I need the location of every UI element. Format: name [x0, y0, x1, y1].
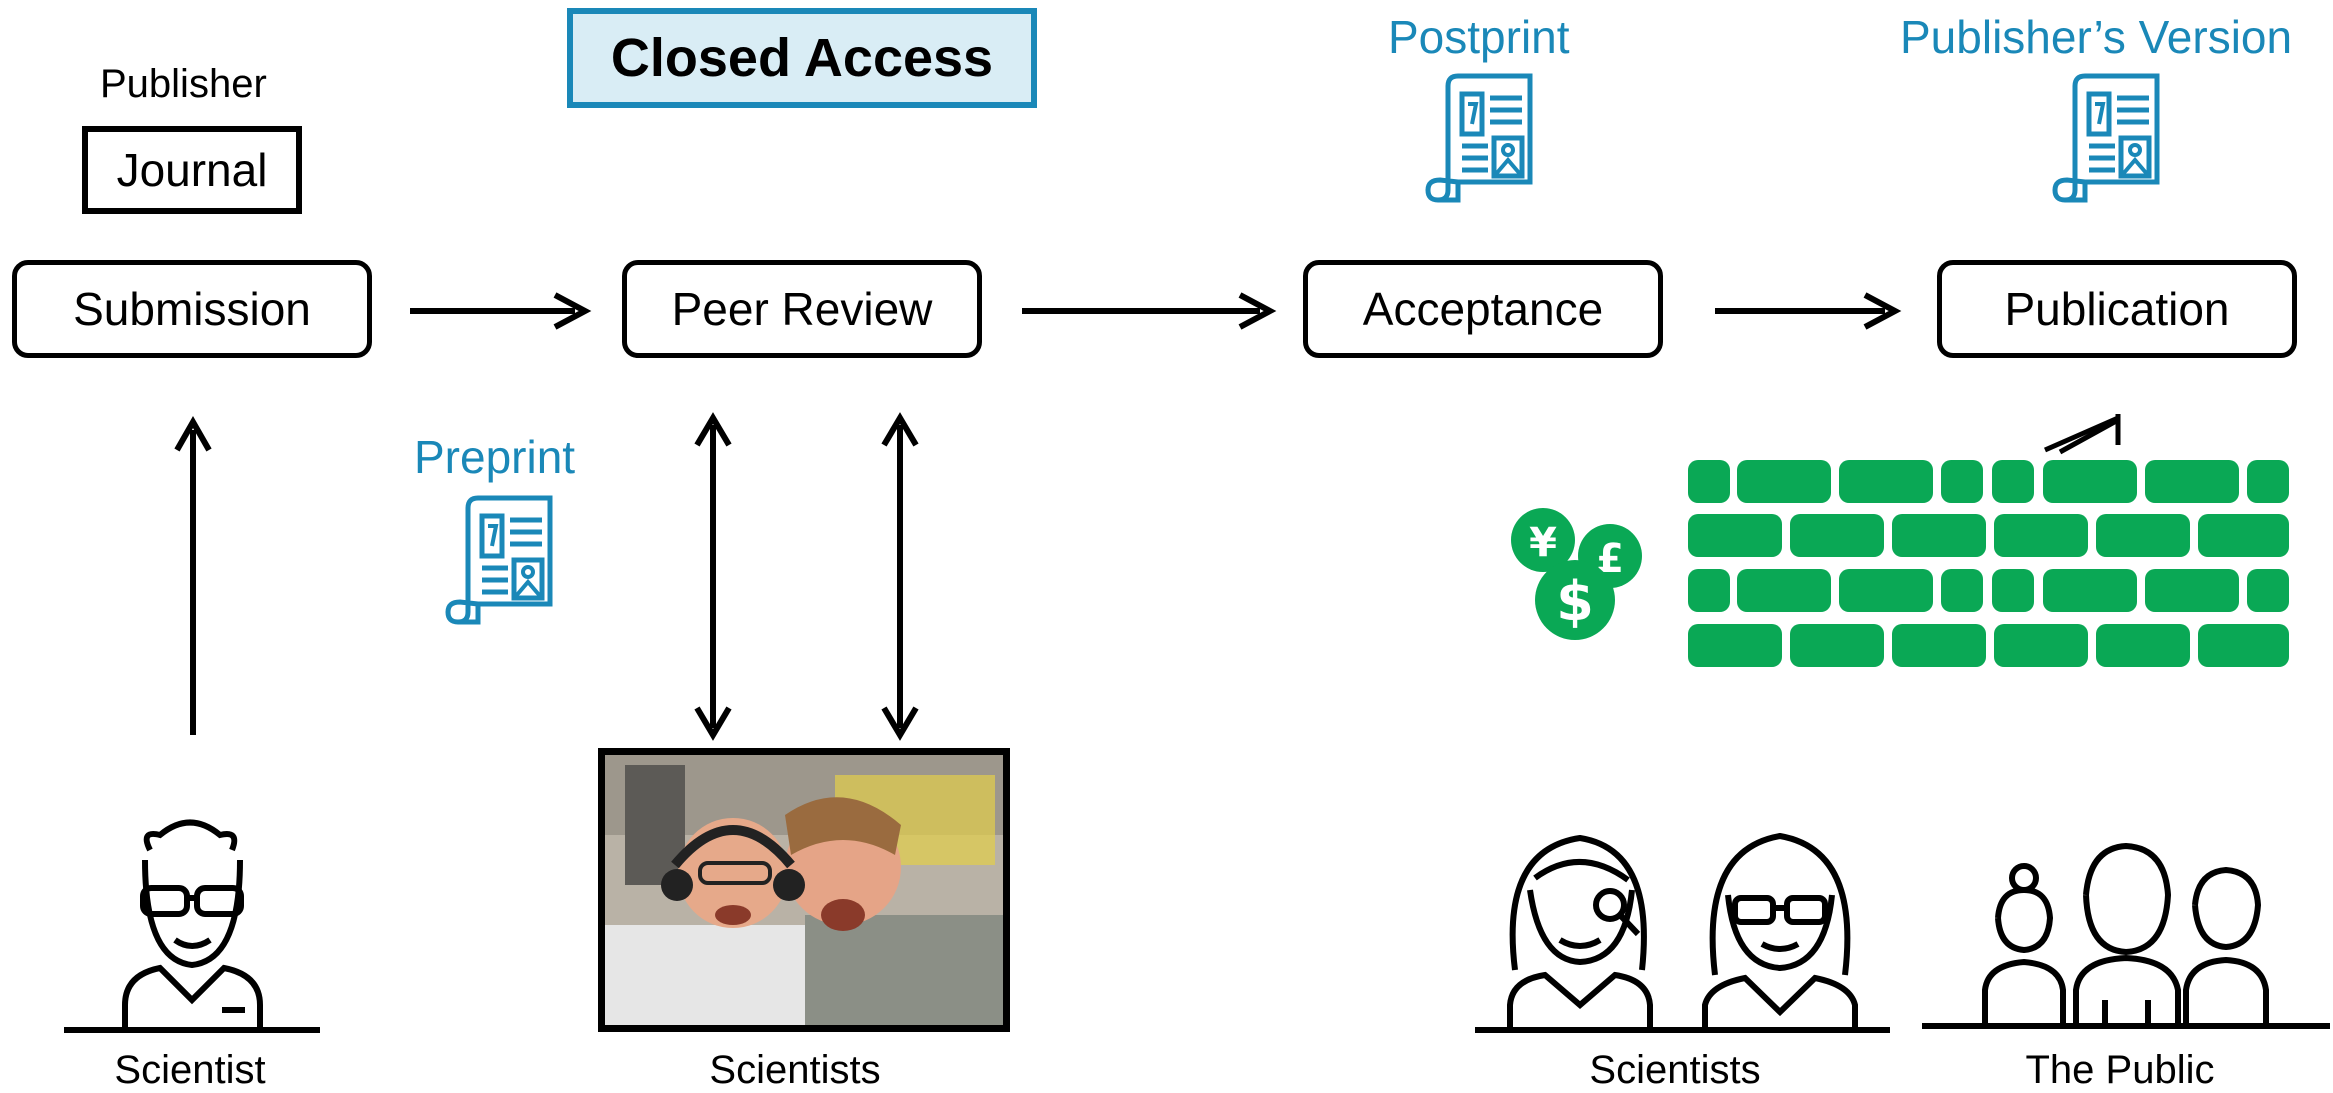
reviewers-photo	[598, 748, 1010, 1032]
svg-text:$: $	[1556, 570, 1594, 633]
postprint-label: Postprint	[1388, 11, 1570, 63]
stage-acceptance: Acceptance	[1303, 260, 1663, 358]
postprint-document-icon	[1428, 76, 1530, 200]
preprint-document-icon	[448, 498, 550, 622]
scientist-icon	[64, 819, 320, 1033]
publishers-version-label: Publisher’s Version	[1900, 11, 2293, 63]
review-double-arrows	[694, 412, 919, 741]
stage-peer-review: Peer Review	[622, 260, 982, 358]
scientists-read-caption: Scientists	[1589, 1048, 1761, 1092]
svg-text:¥: ¥	[1529, 520, 1557, 566]
wall-blocked-arrow	[2043, 414, 2121, 455]
scientists-pair-icon	[1475, 832, 1890, 1033]
currency-coins-icon: ¥ £ $	[1511, 508, 1642, 640]
journal-box: Journal	[82, 126, 302, 214]
preprint-label: Preprint	[414, 431, 576, 483]
public-group-icon	[1922, 842, 2330, 1029]
scientists-review-caption: Scientists	[709, 1048, 881, 1092]
stage-submission: Submission	[12, 260, 372, 358]
submission-arrow	[174, 415, 212, 735]
public-caption: The Public	[2025, 1048, 2215, 1092]
flow-arrows	[410, 292, 1902, 330]
publisher-label: Publisher	[100, 62, 267, 106]
publishers-version-document-icon	[2055, 76, 2157, 200]
closed-access-title: Closed Access	[567, 8, 1037, 108]
stage-publication: Publication	[1937, 260, 2297, 358]
scientist-caption: Scientist	[114, 1048, 266, 1092]
brick-wall-icon	[1688, 460, 2289, 667]
